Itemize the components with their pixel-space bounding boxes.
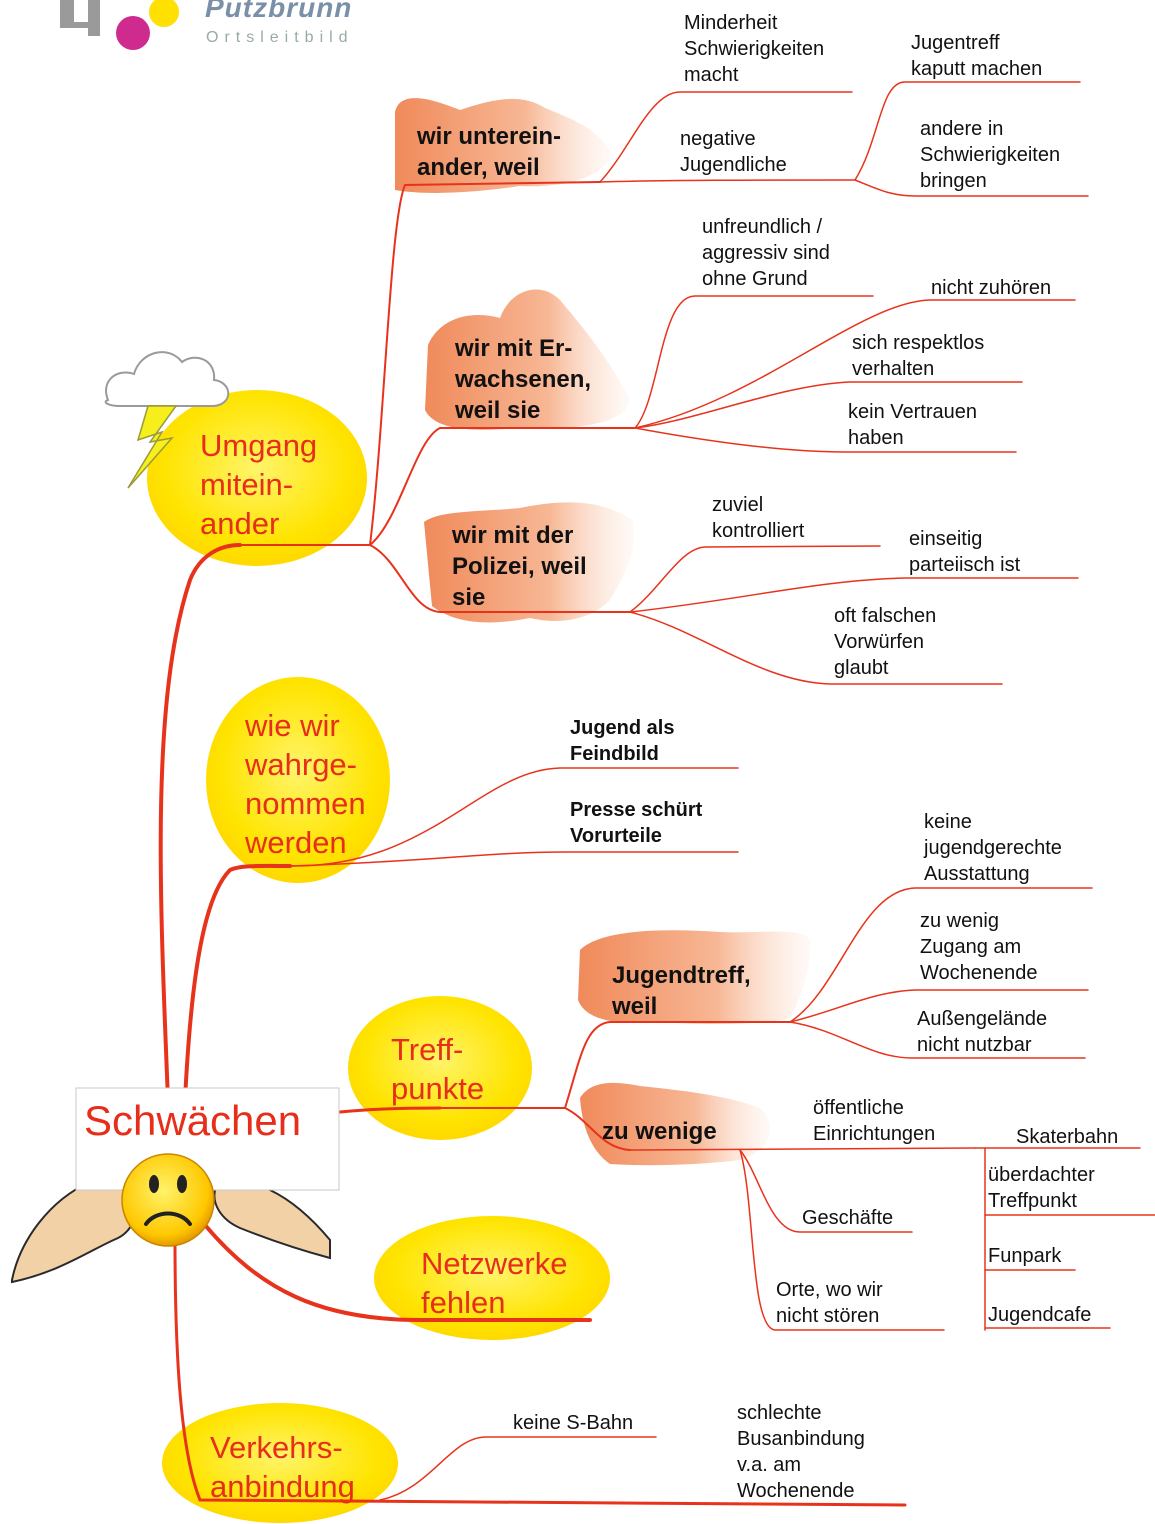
branch-wahrgenommen: wie wir wahrge- nommen werden (245, 708, 366, 860)
leaf-respektlos: sich respektlos verhalten (852, 332, 985, 380)
leaf-unfreundlich: unfreundlich / aggressiv sind ohne Grund (702, 216, 830, 290)
blob-zu-wenige (580, 1082, 771, 1166)
leaf-kaputt: Jugentreff kaputt machen (911, 32, 1043, 80)
branch-treffpunkte: Treff- punkte (391, 1032, 485, 1106)
bubble-treffpunkte (348, 996, 532, 1140)
center-sign (75, 1087, 340, 1191)
blob-jugendtreff (578, 930, 811, 1024)
logo-subtitle: Ortsleitbild (206, 29, 354, 46)
leaf-aussengelaende: Außengelände nicht nutzbar (917, 1008, 1048, 1056)
logo-mark (60, 0, 179, 50)
leaf-feindbild: Jugend als Feindbild (570, 717, 675, 765)
leaf-andere: andere in Schwierigkeiten bringen (920, 118, 1061, 192)
leaf-einseitig: einseitig parteiisch ist (909, 528, 1021, 576)
blob-untereinander (395, 98, 612, 193)
sub-jugendtreff: Jugendtreff, weil (612, 962, 751, 1020)
leaf-zuhoeren: nicht zuhören (931, 277, 1052, 299)
leaf-skaterbahn: Skaterbahn (1016, 1126, 1119, 1148)
center-label: Schwächen (84, 1097, 302, 1144)
leaf-ausstattung: keine jugendgerechte Ausstattung (924, 811, 1062, 885)
leaf-sbahn: keine S-Bahn (513, 1412, 634, 1434)
leaf-geschaefte: Geschäfte (802, 1207, 894, 1229)
sub-zu-wenige: zu wenige (602, 1118, 717, 1145)
hands-icon (11, 1178, 331, 1284)
leaf-jugendcafe: Jugendcafe (988, 1304, 1092, 1326)
thundercloud-icon (104, 351, 230, 489)
leaf-vorwuerfe: oft falschen Vorwürfen glaubt (834, 605, 937, 679)
branch-netzwerke: Netzwerke fehlen (421, 1246, 568, 1320)
logo-name: Putzbrunn (205, 0, 353, 23)
blob-erwachsenen (425, 289, 630, 430)
sub-untereinander: wir unterein- ander, weil (417, 123, 562, 181)
leaf-funpark: Funpark (988, 1245, 1062, 1267)
blob-polizei (424, 502, 635, 623)
leaf-bus: schlechte Busanbindung v.a. am Wochenend… (737, 1402, 865, 1502)
leaf-orte: Orte, wo wir nicht stören (776, 1279, 883, 1327)
leaf-kontrolliert: zuviel kontrolliert (712, 494, 805, 542)
sad-face-icon (121, 1153, 215, 1247)
sub-polizei: wir mit der Polizei, weil sie (452, 522, 587, 611)
leaf-ueberdacht: überdachter Treffpunkt (988, 1164, 1095, 1212)
leaf-einrichtungen: öffentliche Einrichtungen (813, 1097, 936, 1145)
branch-umgang: Umgang mitein- ander (200, 428, 318, 541)
sub-erwachsenen: wir mit Er- wachsenen, weil sie (455, 335, 592, 424)
leaf-zugang: zu wenig Zugang am Wochenende (920, 910, 1038, 984)
leaf-minderheit: Minderheit Schwierigkeiten macht (684, 12, 825, 86)
branch-verkehr: Verkehrs- anbindung (210, 1430, 355, 1504)
bubble-umgang (147, 390, 367, 566)
leaf-presse: Presse schürt Vorurteile (570, 799, 703, 847)
bubble-verkehr (162, 1403, 398, 1523)
bubble-wahrgenommen (206, 677, 390, 883)
leaf-negative: negative Jugendliche (680, 128, 787, 176)
leaf-vertrauen: kein Vertrauen haben (848, 401, 977, 449)
bubble-netzwerke (374, 1216, 610, 1340)
